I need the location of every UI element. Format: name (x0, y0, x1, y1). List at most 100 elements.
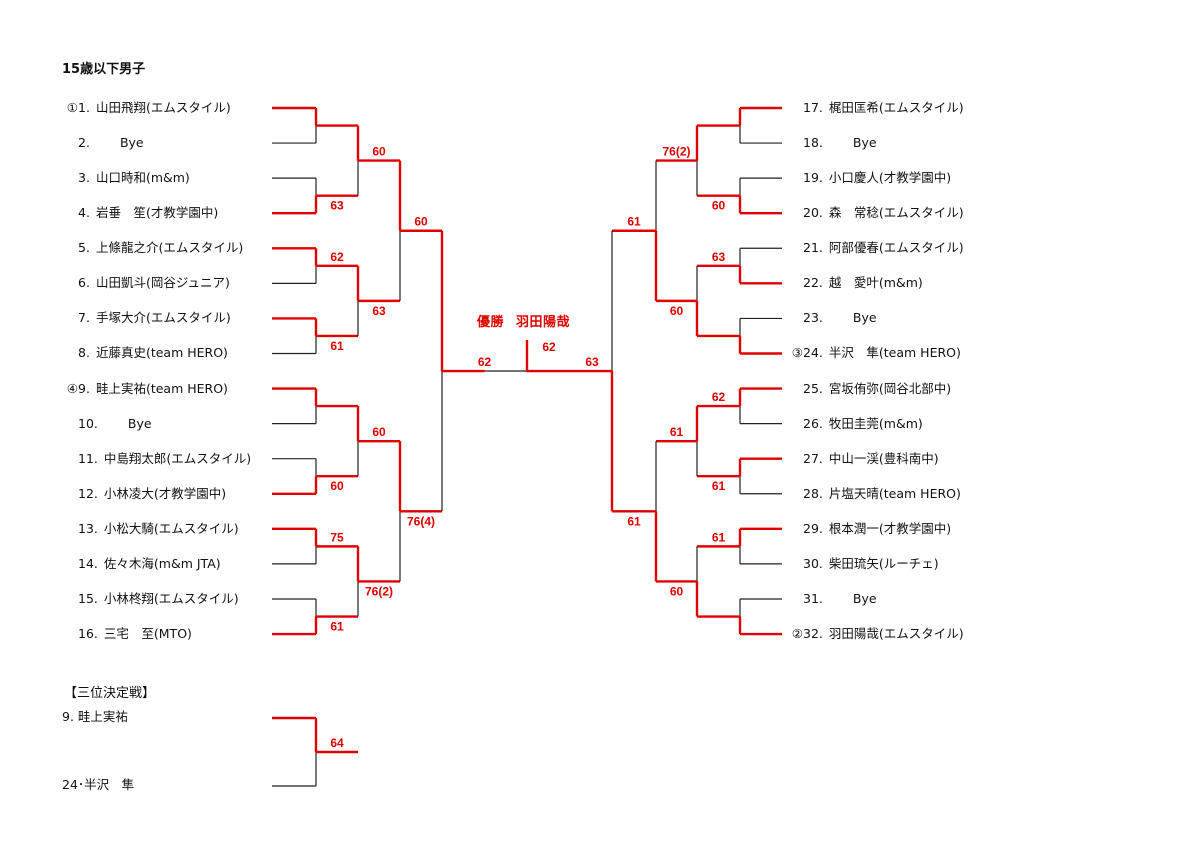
player-entry: 5. 上條龍之介(エムスタイル) (78, 239, 243, 257)
match-score: 61 (627, 215, 641, 229)
draw-number: 24. (803, 345, 823, 361)
draw-number: 25. (803, 380, 823, 396)
match-score: 61 (627, 514, 641, 528)
player-name: 小林凌大(才教学園中) (103, 485, 227, 501)
player-entry: 13. 小松大騎(エムスタイル) (78, 520, 239, 538)
player-entry: 2. Bye (78, 134, 144, 152)
draw-number: 8. (78, 345, 90, 361)
player-entry: 22. 越 愛叶(m&m) (803, 274, 923, 292)
draw-number: 6. (78, 275, 90, 291)
match-score: 63 (712, 250, 726, 264)
player-entry: 23. Bye (803, 309, 877, 327)
draw-number: 15. (78, 590, 98, 606)
player-entry: 8. 近藤真史(team HERO) (78, 344, 228, 362)
player-name: 越 愛叶(m&m) (828, 275, 923, 291)
player-name: 上條龍之介(エムスタイル) (95, 240, 244, 256)
player-name: 小松大騎(エムスタイル) (103, 520, 239, 536)
draw-number: 18. (803, 135, 823, 151)
draw-number: 13. (78, 520, 98, 536)
page-title: 15歳以下男子 (62, 62, 146, 77)
player-name: 畦上実祐(team HERO) (95, 380, 228, 396)
player-entry: 16.三宅 至(MTO) (78, 625, 192, 643)
match-score: 61 (330, 339, 344, 353)
player-entry: 30. 柴田琉矢(ルーチェ) (803, 555, 939, 573)
match-score: 63 (585, 355, 599, 369)
draw-number: 11. (78, 450, 98, 466)
player-entry: 25.宮坂侑弥(岡谷北部中) (803, 380, 951, 398)
player-name: 片塩天晴(team HERO) (828, 485, 961, 501)
match-score: 64 (330, 736, 344, 750)
player-name: 中山一渓(豊科南中) (828, 450, 939, 466)
match-score: 61 (712, 479, 726, 493)
player-entry: 29.根本潤一(才教学園中) (803, 520, 951, 538)
player-name: 手塚大介(エムスタイル) (95, 310, 231, 326)
draw-number: 23. (803, 310, 823, 326)
player-name: 森 常稔(エムスタイル) (828, 205, 964, 221)
draw-number: 19. (803, 170, 823, 186)
player-name: 梶田匡希(エムスタイル) (828, 100, 964, 115)
match-score: 62 (712, 390, 726, 404)
player-name: 山田凱斗(岡谷ジュニア) (95, 275, 230, 291)
champion-banner: 優勝羽田陽哉 (477, 311, 570, 330)
player-entry: 7. 手塚大介(エムスタイル) (78, 309, 231, 327)
draw-number: 20. (803, 205, 823, 221)
draw-number: 2. (78, 135, 90, 151)
player-name: Bye (852, 310, 877, 326)
match-score: 60 (670, 304, 684, 318)
draw-number: 5. (78, 240, 90, 256)
draw-number: 21. (803, 240, 823, 256)
draw-number: 28. (803, 485, 823, 501)
third-place-player: 24･半沢 隼 (62, 777, 135, 792)
draw-number: 7. (78, 310, 90, 326)
player-name: 佐々木海(m&m JTA) (103, 555, 221, 571)
player-entry: 19.小口慶人(才教学園中) (803, 169, 951, 187)
player-name: 阿部優春(エムスタイル) (828, 240, 964, 256)
draw-number: 29. (803, 520, 823, 536)
player-entry: 12. 小林凌大(才教学園中) (78, 485, 226, 503)
draw-number: 12. (78, 485, 98, 501)
player-name: 柴田琉矢(ルーチェ) (828, 555, 939, 571)
player-name: 近藤真史(team HERO) (95, 345, 228, 361)
player-entry: 14.佐々木海(m&m JTA) (78, 555, 221, 573)
player-name: Bye (119, 135, 144, 151)
third-place-title: 【三位決定戦】 (64, 686, 156, 701)
player-name: 山口時和(m&m) (95, 170, 190, 186)
match-score: 62 (542, 340, 556, 354)
player-entry: 21. 阿部優春(エムスタイル) (803, 239, 964, 257)
draw-number: 31. (803, 590, 823, 606)
match-score: 62 (478, 355, 492, 369)
draw-number: 30. (803, 555, 823, 571)
player-entry: 17. 梶田匡希(エムスタイル) (803, 99, 964, 117)
match-score: 60 (330, 479, 344, 493)
draw-number: 1. (78, 100, 90, 115)
match-score: 76(2) (662, 145, 690, 159)
match-score: 60 (414, 215, 428, 229)
seed-mark: ② (791, 626, 803, 642)
player-entry: 11.中島翔太郎(エムスタイル) (78, 450, 251, 468)
draw-number: 17. (803, 100, 823, 115)
draw-number: 10. (78, 415, 98, 431)
draw-number: 32. (803, 626, 823, 642)
match-score: 60 (712, 199, 726, 213)
player-entry: 31. Bye (803, 590, 877, 608)
match-score: 63 (330, 199, 344, 213)
champion-label: 優勝 (477, 315, 505, 330)
player-name: Bye (852, 135, 877, 151)
third-place-player: 9. 畦上実祐 (62, 709, 128, 724)
match-score: 61 (670, 425, 684, 439)
match-score: 75 (330, 530, 344, 544)
player-entry: 28. 片塩天晴(team HERO) (803, 485, 961, 503)
draw-number: 22. (803, 275, 823, 291)
player-name: 半沢 隼(team HERO) (828, 345, 961, 361)
player-entry: 10.Bye (78, 415, 152, 433)
player-entry: 27.中山一渓(豊科南中) (803, 450, 939, 468)
player-name: 三宅 至(MTO) (103, 626, 192, 642)
player-entry: 6. 山田凱斗(岡谷ジュニア) (78, 274, 230, 292)
match-score: 62 (330, 250, 344, 264)
player-name: Bye (852, 590, 877, 606)
